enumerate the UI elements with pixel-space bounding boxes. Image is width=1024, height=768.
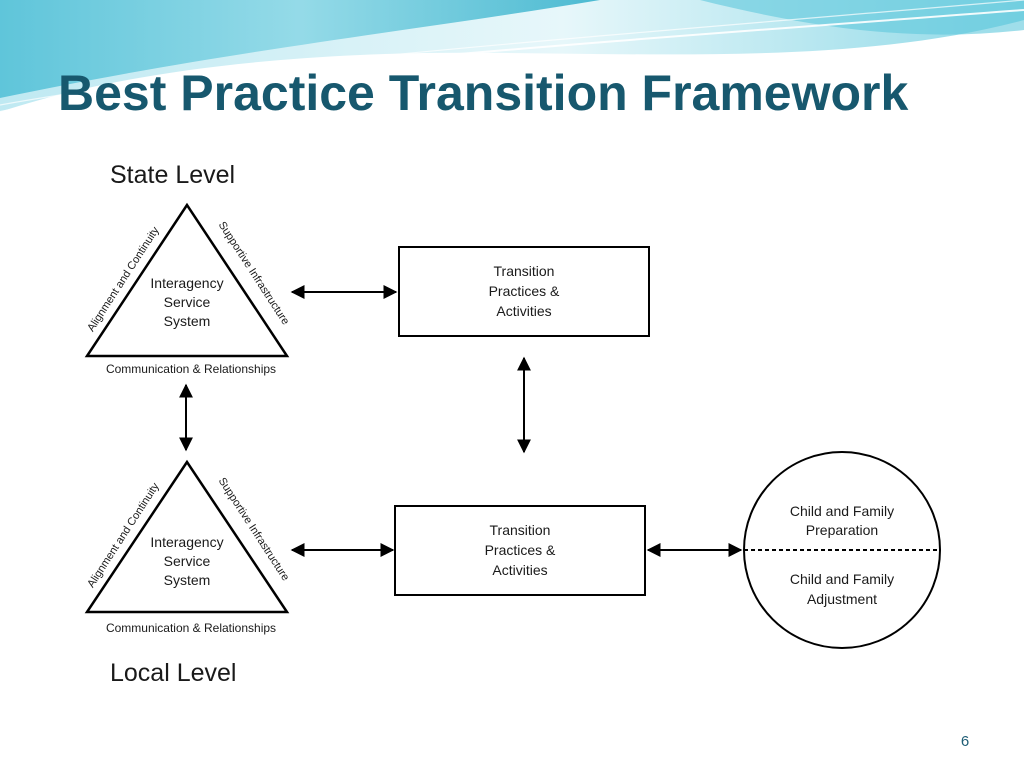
- wave-band-dark: [0, 0, 600, 98]
- circle-bottom-line-1: Child and Family: [790, 571, 894, 587]
- diagram-panel: [68, 143, 956, 725]
- local-practices-line-2: Practices &: [485, 542, 556, 558]
- state-triangle-shape: [84, 202, 290, 358]
- local-triangle: Alignment and Continuity Supportive Infr…: [84, 459, 292, 635]
- local-level-label: Local Level: [110, 659, 236, 687]
- local-practices-line-1: Transition: [490, 522, 551, 538]
- state-practices-line-1: Transition: [494, 263, 555, 279]
- state-practices-box: Transition Practices & Activities: [398, 246, 650, 337]
- state-practices-box-frame: [398, 246, 650, 337]
- circle-bottom-line-2: Adjustment: [807, 591, 877, 607]
- local-triangle-right-label: Supportive Infrastructure: [216, 476, 292, 584]
- local-triangle-center-line-3: System: [164, 572, 211, 588]
- local-triangle-bottom-label: Communication & Relationships: [106, 621, 276, 635]
- state-triangle-bottom-label: Communication & Relationships: [106, 362, 276, 376]
- wave-band-right: [700, 0, 1024, 35]
- local-triangle-center-line-2: Service: [164, 553, 211, 569]
- state-triangle-center-line-2: Service: [164, 294, 211, 310]
- slide-number: 6: [960, 733, 970, 750]
- local-practices-box-frame: [394, 505, 646, 596]
- wave-line-1: [0, 9, 1024, 113]
- local-triangle-center-line-1: Interagency: [150, 534, 223, 550]
- state-practices-line-2: Practices &: [489, 283, 560, 299]
- state-triangle-right-label: Supportive Infrastructure: [216, 220, 292, 328]
- wave-line-2: [0, 0, 1024, 106]
- circle-top-line-1: Child and Family: [790, 503, 894, 519]
- state-triangle: Alignment and Continuity Supportive Infr…: [84, 202, 292, 376]
- state-triangle-center-line-3: System: [164, 313, 211, 329]
- local-practices-box: Transition Practices & Activities: [394, 505, 646, 596]
- circle-top-line-2: Preparation: [806, 522, 878, 538]
- local-triangle-shape: [84, 459, 290, 614]
- state-triangle-center-line-1: Interagency: [150, 275, 223, 291]
- state-level-label: State Level: [110, 161, 235, 189]
- wave-banner: [0, 0, 1024, 113]
- slide-title: Best Practice Transition Framework: [58, 65, 909, 121]
- child-family-circle: Child and Family Preparation Child and F…: [743, 451, 941, 649]
- state-practices-line-3: Activities: [496, 303, 551, 319]
- local-practices-line-3: Activities: [492, 562, 547, 578]
